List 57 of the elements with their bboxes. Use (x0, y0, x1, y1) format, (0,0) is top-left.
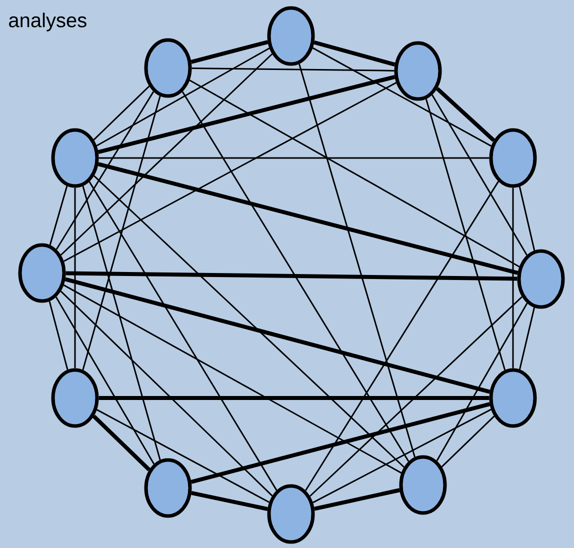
connection-line (56, 91, 154, 250)
connection-line (63, 82, 397, 262)
connection-line (88, 181, 278, 491)
connection-line (182, 91, 410, 462)
connection-line (425, 98, 506, 370)
connection-line (74, 188, 76, 368)
connection-line (190, 402, 490, 484)
network-node (144, 458, 192, 518)
connection-line (518, 186, 536, 251)
connection-line (49, 186, 68, 246)
connection-line (60, 53, 273, 256)
network-node (51, 128, 99, 188)
network-node (489, 128, 537, 188)
connection-line (64, 277, 490, 394)
connection-line (432, 94, 528, 256)
connection-line (298, 64, 416, 458)
connection-line (518, 307, 536, 370)
connection-line (191, 490, 268, 511)
network-node (489, 368, 537, 428)
connection-line (82, 96, 161, 370)
connection-line (312, 47, 492, 147)
connection-line (93, 86, 150, 140)
connection-line (82, 186, 161, 460)
connection-line (189, 80, 520, 268)
connection-line (92, 414, 151, 472)
connection-line (192, 68, 394, 72)
connection-line (66, 271, 518, 281)
network-node (517, 249, 565, 309)
network-node (51, 368, 99, 428)
connection-line (304, 181, 500, 491)
connection-line (314, 488, 400, 511)
connection-line (98, 157, 490, 159)
connection-line (309, 296, 523, 497)
connection-line (98, 74, 396, 154)
connection-line (55, 296, 155, 464)
connection-line (60, 290, 273, 496)
network-node (394, 41, 442, 101)
connection-line (98, 162, 518, 275)
connection-line (93, 175, 405, 468)
connection-line (63, 284, 402, 474)
connection-line (441, 416, 495, 468)
connection-line (190, 40, 268, 64)
network-node (18, 243, 66, 303)
connection-line (48, 301, 68, 370)
network-node (267, 484, 315, 544)
connection-line (436, 87, 496, 142)
connection-line (96, 409, 270, 503)
caption-text: analyses (9, 12, 86, 32)
connection-line (512, 188, 514, 368)
connection-line (98, 396, 490, 400)
connection-line (436, 302, 528, 462)
network-node (267, 6, 315, 66)
connection-line (96, 48, 270, 146)
connection-line (314, 40, 396, 67)
connection-line (312, 408, 492, 504)
network-node (144, 38, 192, 98)
network-node (399, 455, 447, 515)
